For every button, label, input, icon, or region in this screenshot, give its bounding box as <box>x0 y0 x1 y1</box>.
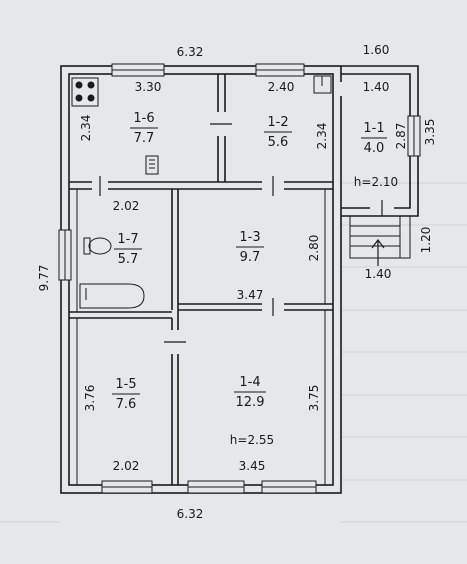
annex-width: 1.60 <box>363 43 390 57</box>
room-1-6-width: 3.30 <box>135 80 162 94</box>
heater-icon <box>145 155 159 175</box>
overall-height: 9.77 <box>37 265 51 292</box>
room-1-4-area: 12.9 <box>236 395 265 410</box>
room-1-5-id: 1-5 <box>115 377 136 392</box>
room-1-6-id: 1-6 <box>133 111 154 126</box>
overall-width-bottom: 6.32 <box>177 507 204 521</box>
bathtub-icon <box>79 283 145 309</box>
porch-depth: 1.20 <box>419 227 433 254</box>
room-1-1-width: 1.40 <box>363 80 390 94</box>
paper-lines <box>0 182 467 523</box>
stove-icon <box>71 77 99 107</box>
porch-width: 1.40 <box>365 267 392 281</box>
annex-ceiling-height: h=2.10 <box>354 175 398 189</box>
toilet-icon <box>83 237 112 255</box>
dimension-labels: 6.32 1.60 6.32 9.77 3.35 1.20 1.40 3.30 … <box>37 43 437 521</box>
interior-walls <box>68 74 333 485</box>
windows <box>58 63 421 494</box>
room-1-7-width: 2.02 <box>113 199 140 213</box>
room-1-1-id: 1-1 <box>363 121 384 136</box>
room-labels: 1-6 7.7 1-2 5.6 1-1 4.0 1-7 5.7 1-3 9.7 … <box>112 111 387 412</box>
room-1-5-width: 2.02 <box>113 459 140 473</box>
room-1-2-id: 1-2 <box>267 115 288 130</box>
overall-width-top: 6.32 <box>177 45 204 59</box>
porch-steps <box>349 216 411 259</box>
annex-height: 3.35 <box>423 119 437 146</box>
room-1-4-id: 1-4 <box>239 375 260 390</box>
room-1-1-height: 2.87 <box>394 123 408 150</box>
room-1-4-width: 3.45 <box>239 459 266 473</box>
room-1-2-area: 5.6 <box>268 135 289 150</box>
room-1-2-height: 2.34 <box>315 123 329 150</box>
room-1-6-height: 2.34 <box>79 115 93 142</box>
main-ceiling-height: h=2.55 <box>230 433 274 447</box>
doors <box>92 82 394 354</box>
room-1-2-width: 2.40 <box>268 80 295 94</box>
room-1-5-area: 7.6 <box>116 397 137 412</box>
room-1-4-height: 3.75 <box>307 385 321 412</box>
boiler-icon <box>313 75 332 94</box>
exterior-walls <box>60 65 342 494</box>
entry-arrow-icon <box>371 239 385 266</box>
room-1-5-height: 3.76 <box>83 385 97 412</box>
room-1-3-id: 1-3 <box>239 230 260 245</box>
room-1-3-height: 2.80 <box>307 235 321 262</box>
room-1-7-area: 5.7 <box>118 252 139 267</box>
room-1-3-area: 9.7 <box>240 250 261 265</box>
room-1-1-area: 4.0 <box>364 141 385 156</box>
room-1-3-width: 3.47 <box>237 288 264 302</box>
room-1-6-area: 7.7 <box>134 131 155 146</box>
room-1-7-id: 1-7 <box>117 232 138 247</box>
